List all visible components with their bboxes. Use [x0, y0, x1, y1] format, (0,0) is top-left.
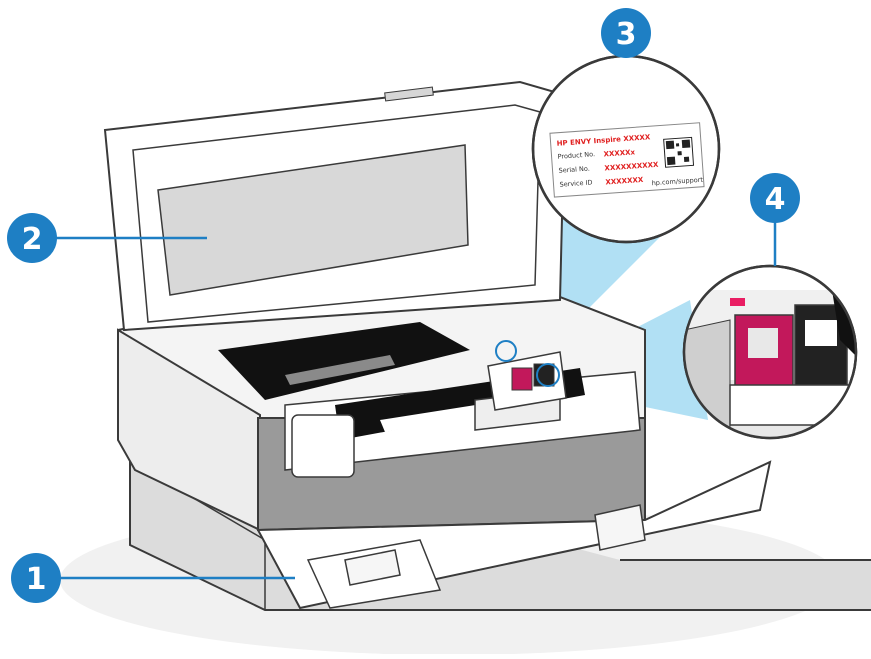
sticker-row1-name: Product No. [557, 150, 595, 161]
cartridge-inset [682, 264, 858, 440]
svg-text:3: 3 [616, 17, 637, 52]
callout-4: 4 [750, 173, 800, 223]
callout-2: 2 [7, 213, 57, 263]
sticker-row1-value: XXXXXx [603, 148, 635, 158]
sticker-row3-value: XXXXXXX [605, 176, 644, 187]
callout-1: 1 [11, 553, 61, 603]
output-tray [256, 460, 772, 610]
svg-text:2: 2 [22, 222, 43, 257]
sticker-row3-name: Service ID [559, 178, 592, 188]
lid-backing [157, 144, 469, 296]
sticker-row2-value: XXXXXXXXXX [604, 161, 659, 173]
qr-code-icon [663, 136, 695, 168]
scanner-platen [218, 322, 470, 400]
svg-text:4: 4 [765, 182, 786, 217]
sticker-footer: hp.com/support [651, 176, 703, 188]
svg-text:1: 1 [26, 562, 47, 597]
callout-3: 3 [601, 8, 651, 58]
cartridge-carriage [487, 340, 567, 411]
label-inset: HP ENVY Inspire XXXXX Product No. XXXXXx… [531, 54, 721, 244]
sticker-row2-name: Serial No. [558, 165, 590, 175]
scanner-lid [103, 80, 567, 332]
